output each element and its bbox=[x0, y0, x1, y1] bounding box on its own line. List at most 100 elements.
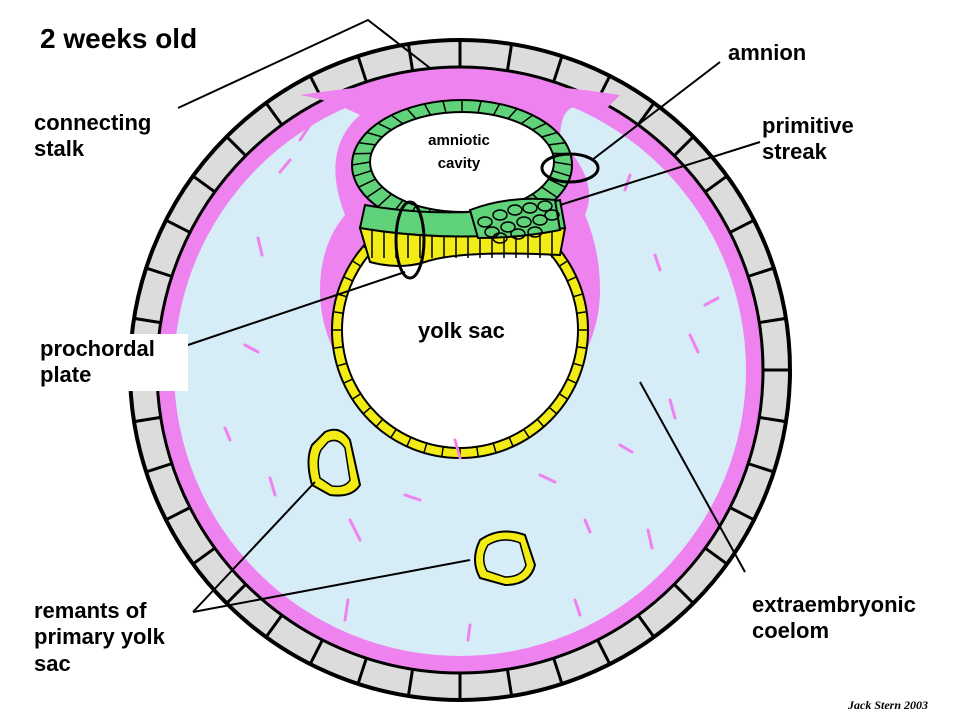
yolk-cell-divider bbox=[423, 443, 428, 454]
wall-segment bbox=[729, 506, 755, 522]
amnion-cell-divider bbox=[541, 131, 558, 138]
remnant-yolk-sac-2-lumen bbox=[483, 539, 527, 578]
yolk-cell-divider bbox=[567, 276, 577, 282]
amnion-cell-divider bbox=[477, 100, 482, 113]
streak-cell bbox=[500, 221, 516, 233]
mesoderm-cell bbox=[583, 518, 592, 534]
amnion-cell-divider bbox=[553, 161, 573, 166]
mesoderm-cell bbox=[453, 438, 462, 460]
yolk-cell-divider bbox=[576, 346, 587, 349]
mesoderm-cell bbox=[688, 333, 700, 354]
label-extraembryonic-coelom: extraembryonic coelom bbox=[752, 592, 916, 644]
streak-cell bbox=[527, 226, 543, 238]
wall-segment bbox=[225, 135, 247, 157]
label-prochordal-plate: prochordal plate bbox=[36, 334, 188, 391]
wall-segment bbox=[264, 614, 284, 638]
yolk-cell-divider bbox=[351, 393, 362, 400]
extraembryonic-mesoderm-cells bbox=[223, 123, 720, 642]
wall-segment bbox=[552, 657, 564, 685]
yolk-cell-divider bbox=[333, 311, 344, 314]
streak-cell bbox=[544, 209, 560, 221]
yolk-cell-divider bbox=[573, 293, 584, 298]
wall-segment bbox=[406, 43, 415, 71]
wall-segment bbox=[356, 657, 368, 685]
amnion-cell-divider bbox=[353, 169, 372, 178]
streak-cell bbox=[537, 200, 553, 212]
amnion-cell-divider bbox=[390, 114, 404, 125]
wall-segment bbox=[165, 218, 191, 234]
amnion-cell-divider bbox=[507, 108, 518, 120]
yolk-cell-divider bbox=[523, 428, 530, 439]
wall-segment bbox=[673, 135, 695, 157]
amnion-cell-divider bbox=[548, 178, 566, 188]
mesoderm-cell bbox=[403, 493, 422, 502]
yolk-cell-divider bbox=[558, 393, 569, 400]
wall-segment bbox=[704, 546, 728, 566]
amnion-cell-divider bbox=[552, 169, 571, 178]
wall-segment bbox=[406, 669, 415, 697]
amnion-cell-divider bbox=[423, 103, 432, 116]
wall-segment bbox=[145, 462, 173, 474]
amnion-cell-divider bbox=[366, 131, 383, 138]
mesoderm-cell bbox=[298, 123, 312, 142]
streak-cell bbox=[532, 214, 548, 226]
wall-segment bbox=[505, 43, 514, 71]
leader-primitive-streak bbox=[559, 141, 761, 206]
mesoderm-cell bbox=[348, 518, 362, 542]
streak-cell bbox=[522, 202, 538, 214]
amnion-cell-divider bbox=[358, 178, 376, 188]
mesoderm-cell bbox=[223, 426, 232, 442]
yolk-cell-divider bbox=[441, 446, 444, 457]
amnion-cell-divider bbox=[532, 122, 547, 131]
label-amnion: amnion bbox=[728, 40, 807, 65]
credit-text: Jack Stern 2003 bbox=[848, 698, 929, 712]
yolk-cell-divider bbox=[343, 378, 353, 384]
label-connecting-stalk: connecting stalk bbox=[34, 110, 152, 162]
wall-segment bbox=[729, 218, 755, 234]
streak-cell bbox=[484, 226, 500, 238]
mesoderm-cell bbox=[343, 598, 350, 622]
mesoderm-cell bbox=[573, 598, 582, 617]
wall-segment bbox=[747, 462, 775, 474]
mesoderm-cell bbox=[668, 398, 677, 420]
wall-segment bbox=[505, 669, 514, 697]
yolk-cell-divider bbox=[406, 437, 412, 447]
yolk-cell-divider bbox=[390, 428, 397, 439]
wall-segment bbox=[636, 614, 656, 638]
wall-segment bbox=[704, 174, 728, 194]
yolk-cell-divider bbox=[567, 378, 577, 384]
wall-segment bbox=[673, 583, 695, 605]
yolk-cell-divider bbox=[576, 311, 587, 314]
label-remnants-primary-yolk-sac: remants of primary yolk sac bbox=[34, 598, 165, 676]
amnion-cell-divider bbox=[351, 161, 371, 166]
mesoderm-cell bbox=[646, 528, 654, 550]
yolk-cell-divider bbox=[548, 406, 558, 415]
mesoderm-cell bbox=[243, 343, 260, 354]
yolk-cell-divider bbox=[343, 276, 353, 282]
streak-cell bbox=[477, 216, 493, 228]
wall-segment bbox=[192, 546, 216, 566]
wall-segment bbox=[165, 506, 191, 522]
amnion-cell-divider bbox=[492, 103, 501, 116]
streak-cell bbox=[492, 209, 508, 221]
streak-cell bbox=[507, 204, 523, 216]
mesoderm-cell bbox=[623, 173, 632, 192]
remnant-yolk-sac-1-lumen bbox=[317, 439, 351, 488]
wall-segment bbox=[308, 639, 324, 665]
yolk-cell-divider bbox=[492, 443, 497, 454]
amnion-cell-divider bbox=[366, 186, 383, 199]
leader-amnion bbox=[591, 61, 721, 161]
mesoderm-cell bbox=[256, 236, 264, 257]
streak-cell bbox=[510, 228, 526, 240]
mesoderm-cell bbox=[653, 253, 662, 272]
wall-segment bbox=[133, 316, 161, 325]
leader-remnant-1 bbox=[192, 481, 316, 613]
prochordal-plate-marker bbox=[394, 200, 426, 280]
streak-cell bbox=[516, 216, 532, 228]
leader-connecting-stalk bbox=[177, 18, 431, 109]
amnion-cell-divider bbox=[548, 142, 566, 146]
yolk-cell-divider bbox=[333, 346, 344, 349]
wall-segment bbox=[759, 415, 787, 424]
mesoderm-cell bbox=[466, 623, 472, 642]
